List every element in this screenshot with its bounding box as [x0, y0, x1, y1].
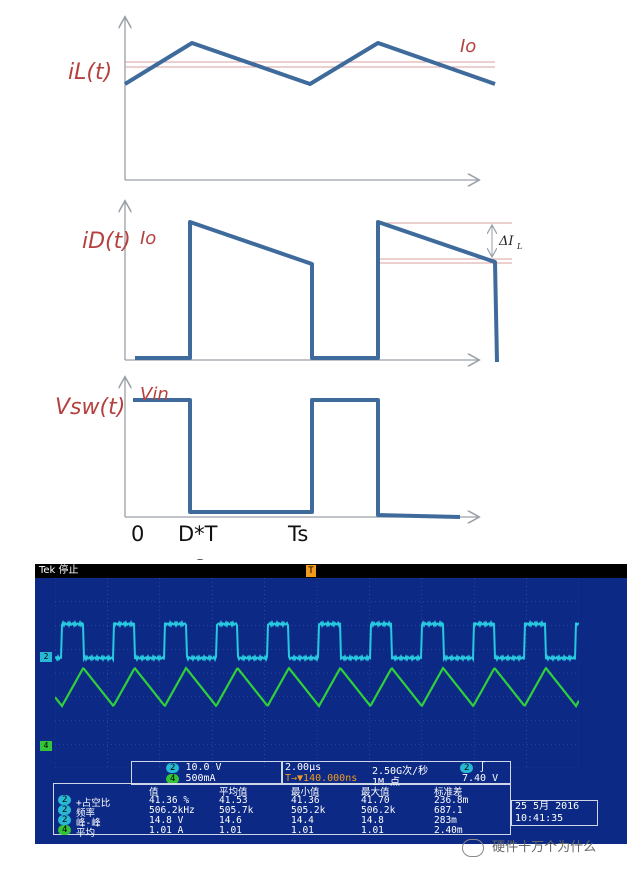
ch2-scale: 10.0 V — [185, 762, 222, 773]
measurement-cell: 14.6 — [219, 815, 242, 826]
delta-il-label: ΔI — [498, 234, 514, 249]
measurement-header-row: 值 平均值 最小值 最大值 标准差 — [54, 784, 510, 798]
date-time-box: 25 5月 2016 10:41:35 — [511, 800, 598, 826]
measurement-panel: 值 平均值 最小值 最大值 标准差 2 +占空比 41.36 % 41.53 41.36… — [53, 783, 511, 839]
sample-rate: 2.50G次/秒 — [372, 766, 429, 777]
measurement-cell: 41.53 — [219, 795, 248, 806]
scope-date: 25 5月 2016 — [515, 801, 580, 812]
measurement-row: 4 平均 1.01 A 1.01 1.01 1.01 2.40m — [54, 825, 510, 839]
id-label: iD(t) — [82, 229, 131, 254]
measurement-cell: 283m — [434, 815, 457, 826]
watermark-text: 硬件十万个为什么 — [492, 840, 597, 855]
watermark: 硬件十万个为什么 — [462, 836, 641, 858]
measurement-cell: 14.8 — [361, 815, 384, 826]
timebase-panel: 2.00μs 2.50G次/秒 T→▼140.000ns 1M 点 2 ∫ 7.… — [281, 761, 511, 788]
header-value: 值 — [149, 787, 159, 798]
scope-graticule — [55, 578, 579, 768]
measurement-cell: 41.36 — [291, 795, 320, 806]
measurement-row: 2 峰-峰 14.8 V 14.6 14.4 14.8 283m — [54, 815, 510, 829]
measurement-cell: 687.1 — [434, 805, 463, 816]
tick-label-zero: 0 — [131, 522, 144, 546]
timebase-value: 2.00μs — [285, 762, 322, 773]
ch2-ground-marker: 2 — [40, 652, 52, 662]
tick-label-ts: Ts — [287, 522, 308, 546]
ch4-ground-marker: 4 — [40, 741, 52, 751]
record-length: 1M 点 — [372, 777, 401, 788]
measurement-cell: 506.2k — [361, 805, 396, 816]
vsw-waveform — [133, 398, 461, 519]
trigger-position: T→▼140.000ns — [285, 773, 358, 784]
scope-time: 10:41:35 — [515, 813, 564, 824]
scope-title: Tek 停止 — [39, 565, 79, 576]
measurement-cell: 506.2kHz — [149, 805, 195, 816]
header-min: 最小值 — [291, 787, 320, 798]
channel-scale-panel: 2 10.0 V 4 500mA — [131, 761, 283, 785]
wechat-icon — [462, 838, 484, 857]
measurement-cell: 1.01 — [291, 825, 314, 836]
il-panel: iL(t) Io — [68, 18, 496, 180]
il-label: iL(t) — [68, 60, 112, 85]
measurement-name: 频率 — [76, 808, 96, 819]
ch4-chip: 4 — [166, 774, 180, 784]
measurement-cell: 41.70 — [361, 795, 390, 806]
header-stddev: 标准差 — [434, 787, 463, 798]
header-max: 最大值 — [361, 787, 390, 798]
measurement-channel-chip: 2 — [58, 805, 72, 815]
header-mean: 平均值 — [219, 787, 248, 798]
ch2-chip: 2 — [166, 763, 180, 773]
measurement-cell: 2.40m — [434, 825, 463, 836]
trigger-marker: T — [306, 565, 316, 577]
measurement-cell: 1.01 — [361, 825, 384, 836]
vsw-panel: Vsw(t) Vin — [55, 378, 478, 517]
measurement-channel-chip: 4 — [58, 825, 72, 835]
measurement-cell: 1.01 A — [149, 825, 184, 836]
measurement-cell: 505.2k — [291, 805, 326, 816]
ch4-scale: 500mA — [185, 773, 216, 784]
measurement-row: 2 频率 506.2kHz 505.7k 505.2k 506.2k 687.1 — [54, 805, 510, 819]
measurement-cell: 505.7k — [219, 805, 254, 816]
measurement-name: 平均 — [76, 828, 96, 839]
tick-label-s: s — [194, 552, 205, 560]
measurement-cell: 236.8m — [434, 795, 469, 806]
measurement-cell: 1.01 — [219, 825, 242, 836]
vin-label: Vin — [140, 384, 169, 405]
scope-status-bar: Tek 停止 T — [35, 564, 627, 578]
trigger-slope-icon: ∫ — [479, 762, 486, 773]
measurement-cell: 41.36 % — [149, 795, 190, 806]
ch4-inductor-current-trace — [55, 666, 579, 708]
measurement-row: 2 +占空比 41.36 % 41.53 41.36 41.70 236.8m — [54, 795, 510, 809]
measurement-name: 峰-峰 — [76, 818, 101, 829]
measurement-channel-chip: 2 — [58, 815, 72, 825]
measurement-cell: 14.4 — [291, 815, 314, 826]
trigger-level: 7.40 V — [462, 773, 499, 784]
scope-readout-area — [35, 768, 627, 844]
measurement-channel-chip: 2 — [58, 795, 72, 805]
id-waveform — [135, 220, 499, 363]
oscilloscope-screen: Tek 停止 T T 2 4 2 10.0 V 4 500mA 2.00μs 2… — [35, 564, 627, 844]
measurement-name: +占空比 — [76, 798, 111, 809]
il-waveform — [123, 41, 496, 86]
trigger-channel-chip: 2 — [460, 763, 474, 773]
tick-label-dt: D*T — [178, 522, 218, 546]
vsw-label: Vsw(t) — [55, 395, 125, 420]
io-label-top: Io — [460, 36, 476, 57]
delta-il-subscript: L — [516, 242, 522, 251]
id-panel: ΔI L iD(t) Io — [82, 202, 522, 362]
ch2-switch-node-trace — [55, 619, 579, 663]
waveform-diagram: iL(t) Io ΔI L iD(t) Io Vsw(t) Vin 0 D*T … — [55, 0, 522, 560]
io-label-mid: Io — [140, 228, 156, 249]
measurement-cell: 14.8 V — [149, 815, 184, 826]
